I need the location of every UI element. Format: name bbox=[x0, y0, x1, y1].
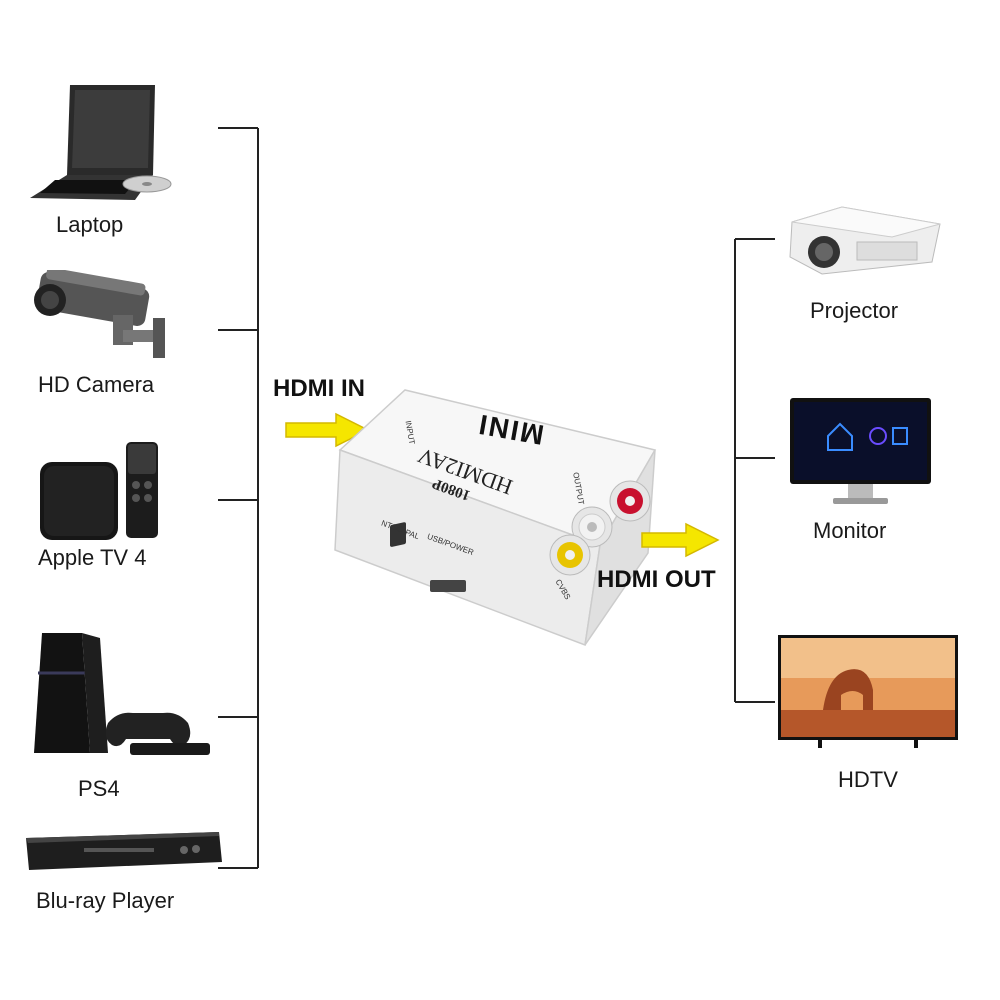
input-label-camera: HD Camera bbox=[38, 372, 155, 397]
security-camera-icon bbox=[34, 270, 165, 358]
output-label-monitor: Monitor bbox=[813, 518, 887, 543]
input-label-laptop: Laptop bbox=[56, 212, 124, 237]
hdmi-in-label: HDMI IN bbox=[273, 375, 365, 402]
ntsc-pal-switch bbox=[390, 522, 406, 547]
rca-jack-red bbox=[609, 480, 651, 522]
usb-power-port bbox=[430, 580, 466, 592]
laptop-icon bbox=[30, 85, 172, 200]
hdmi2av-converter bbox=[334, 389, 657, 647]
rca-jack-white bbox=[571, 506, 613, 548]
game-console-icon bbox=[34, 633, 210, 755]
apple-tv-icon bbox=[40, 442, 158, 540]
tv-icon bbox=[778, 635, 958, 748]
input-label-ps4: PS4 bbox=[78, 776, 120, 801]
bluray-player-icon bbox=[26, 832, 222, 870]
output-label-hdtv: HDTV bbox=[838, 767, 898, 792]
monitor-icon bbox=[790, 398, 931, 504]
output-label-projector: Projector bbox=[810, 298, 899, 323]
hdmi-out-arrow-icon bbox=[641, 522, 720, 558]
projector-icon bbox=[789, 206, 941, 275]
hdmi-out-label: HDMI OUT bbox=[597, 566, 716, 593]
input-label-bluray: Blu-ray Player bbox=[36, 888, 175, 913]
rca-jack-yellow bbox=[549, 534, 591, 576]
input-label-appletv: Apple TV 4 bbox=[38, 545, 147, 570]
